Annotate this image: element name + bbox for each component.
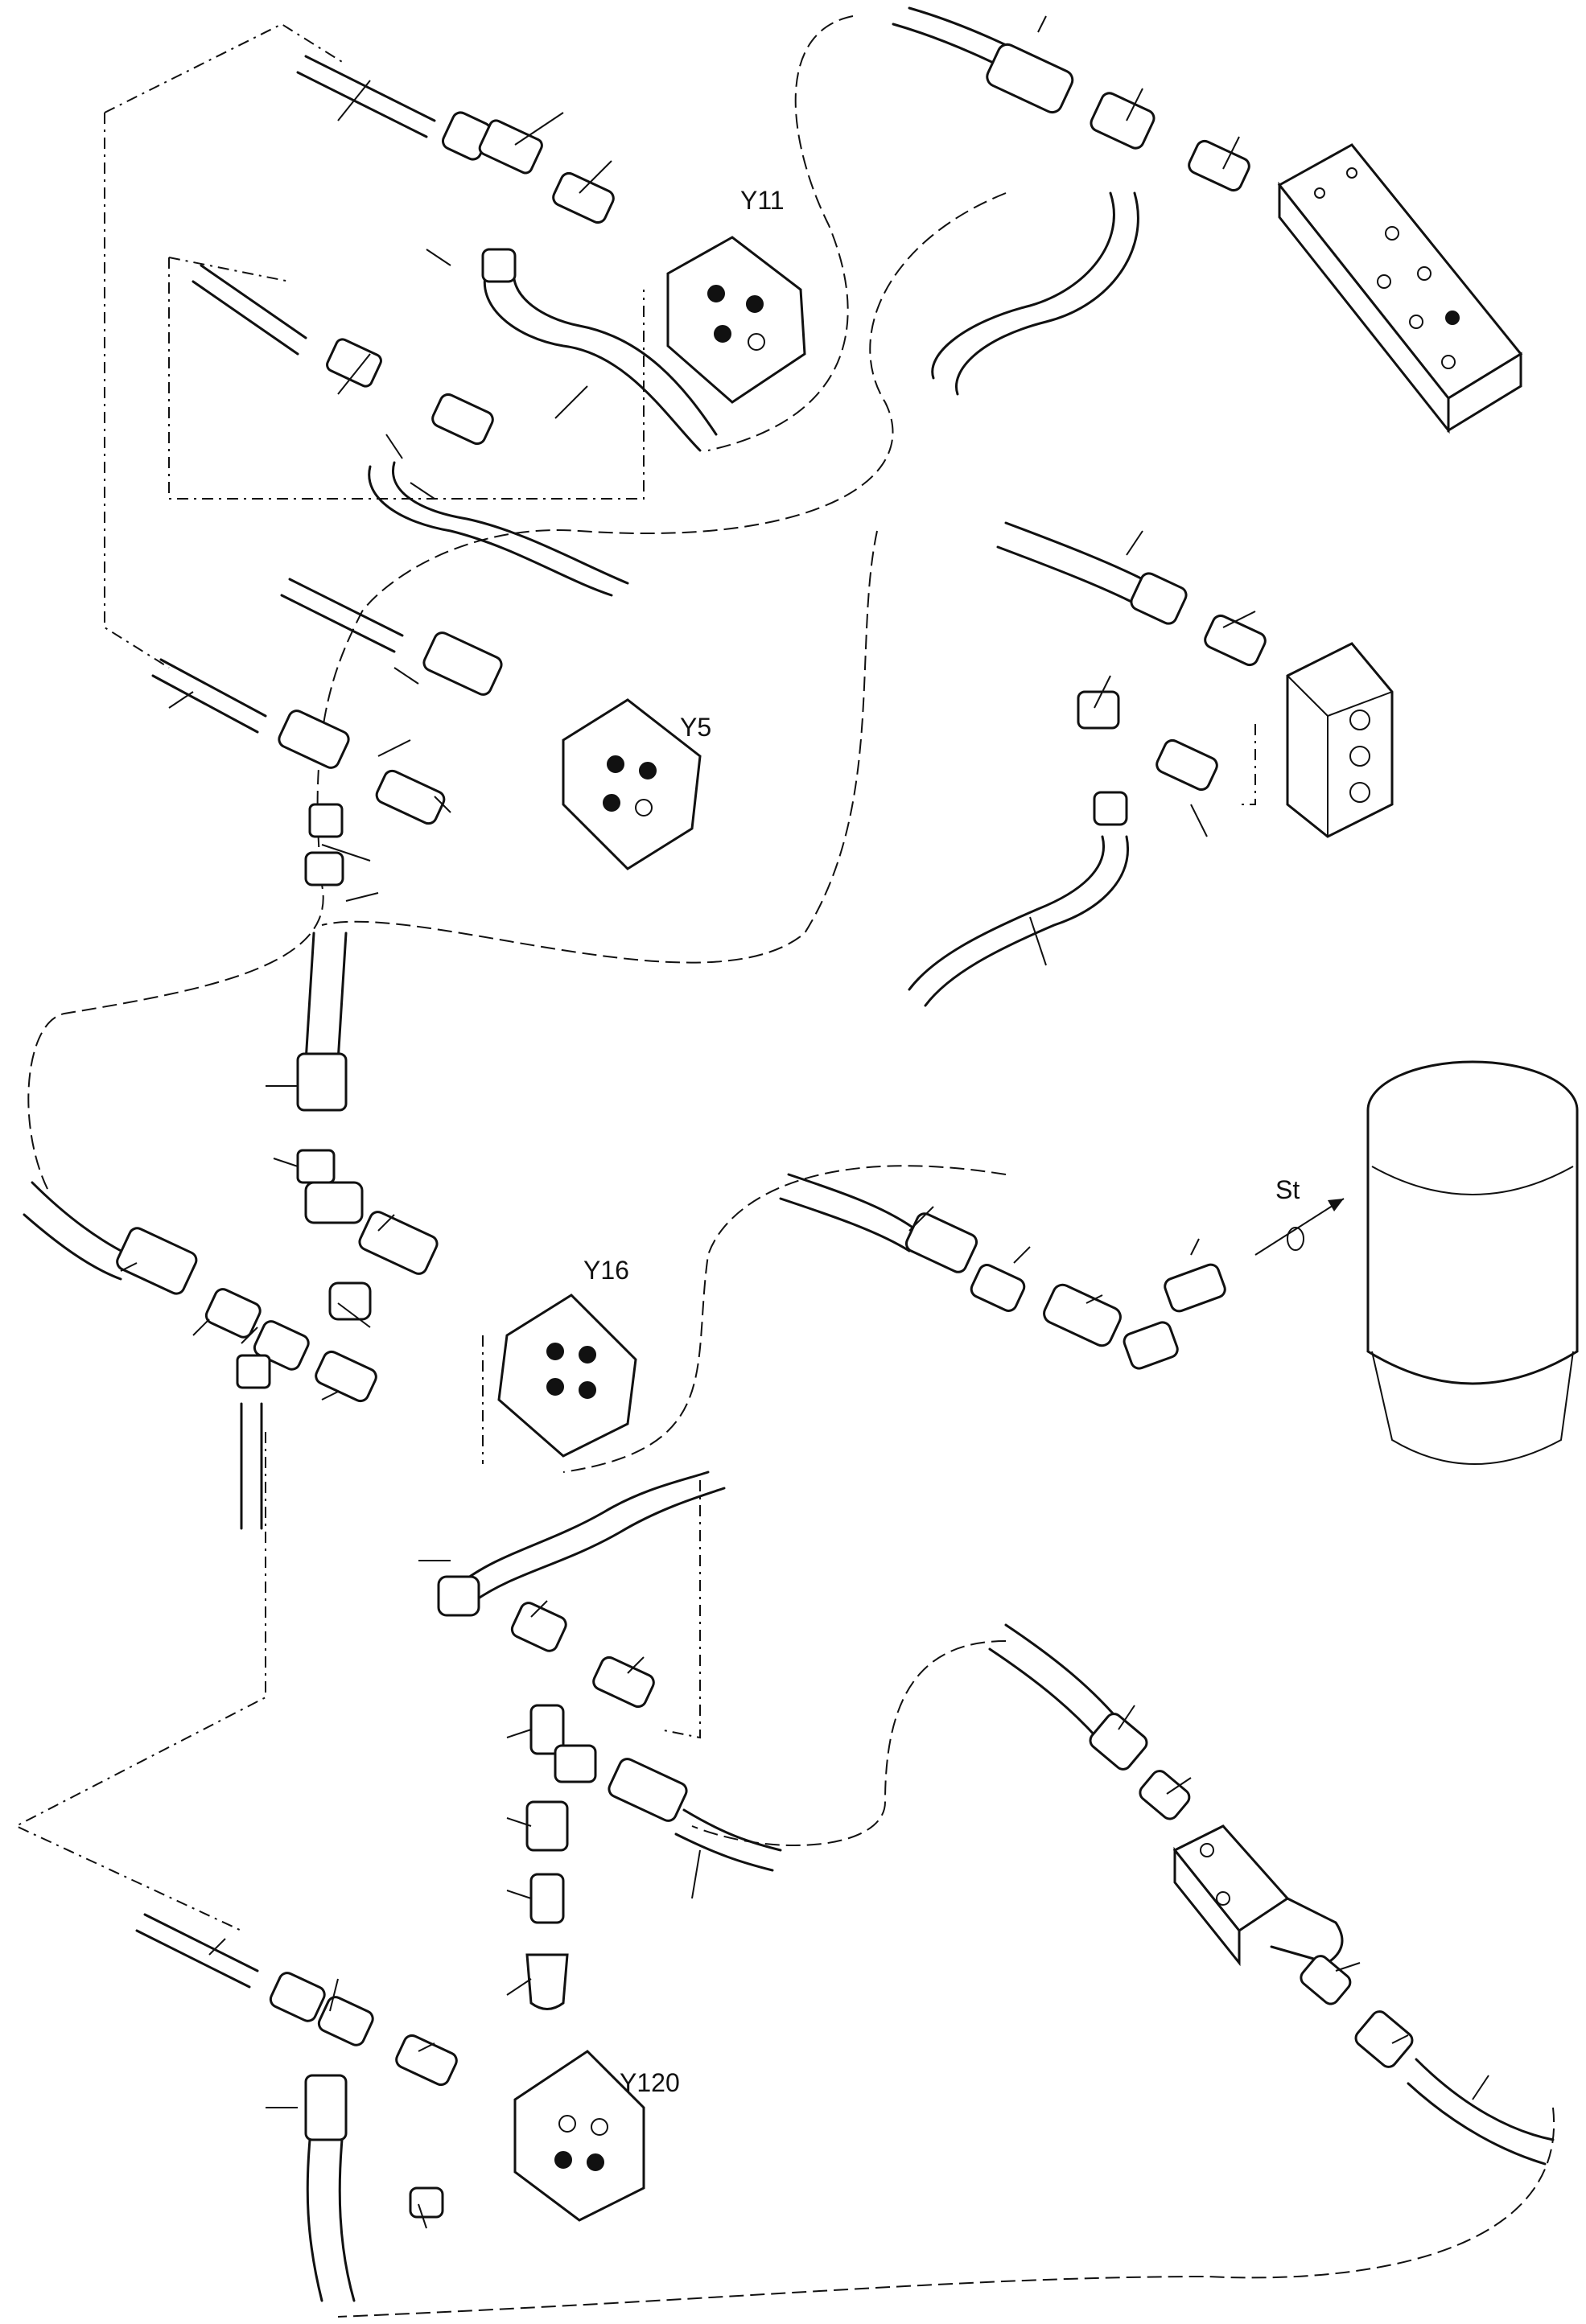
hose-assemblies [23,6,1579,2302]
callout-label-y5: Y5 [680,713,711,742]
callout-label-st: St [1275,1175,1300,1204]
port-callout-y5: Y5 [562,698,711,870]
port-callout-y120: Y120 [513,2050,680,2222]
routing-lines [14,15,1555,2318]
callout-label-y120: Y120 [620,2068,680,2097]
callout-label-y11: Y11 [740,186,785,215]
callout-label-y16: Y16 [583,1256,629,1285]
leader-lines [120,15,1489,2229]
port-callout-y16: Y16 [497,1256,637,1458]
port-callout-y11: Y11 [666,186,806,404]
